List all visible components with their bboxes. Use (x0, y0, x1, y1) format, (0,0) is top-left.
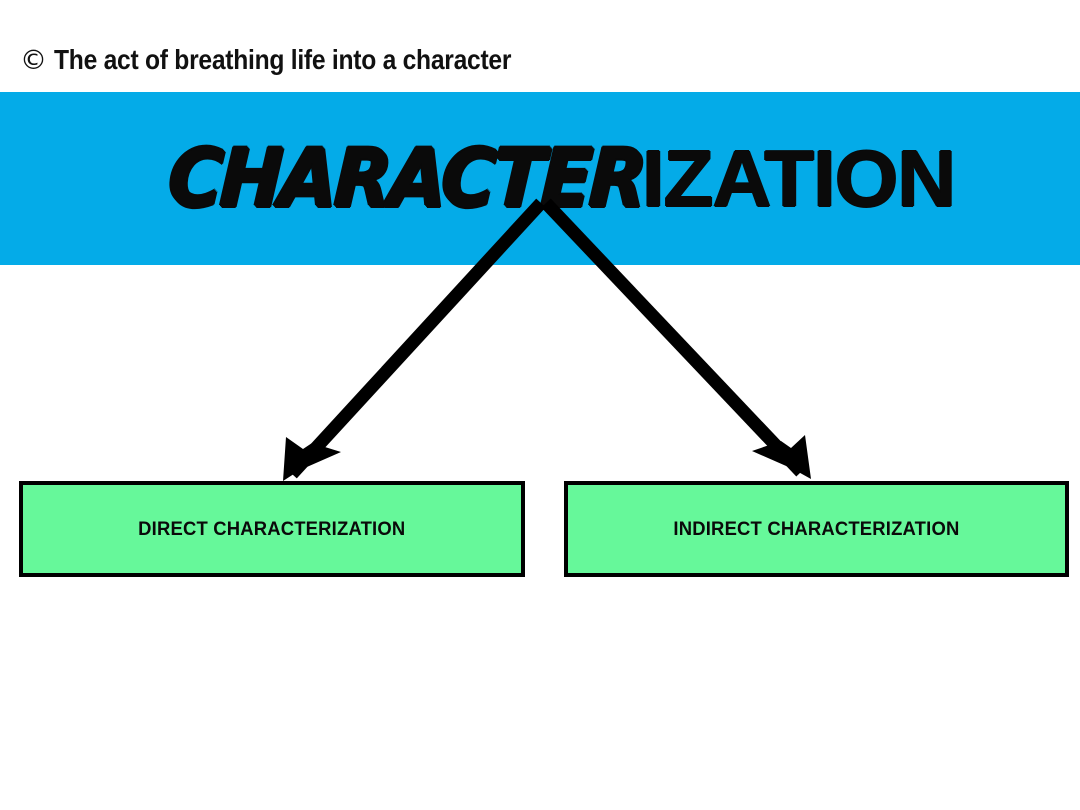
copyright-symbol: © (20, 44, 47, 76)
box-indirect-characterization[interactable]: INDIRECT CHARACTERIZATION (564, 481, 1069, 577)
arrow-to-direct-characterization (283, 198, 546, 481)
box-direct-characterization-label: DIRECT CHARACTERIZATION (138, 518, 406, 540)
caption-text: The act of breathing life into a charact… (54, 44, 512, 75)
slide-caption: © The act of breathing life into a chara… (20, 40, 1060, 80)
arrow-to-indirect-characterization (541, 198, 811, 479)
box-direct-characterization[interactable]: DIRECT CHARACTERIZATION (19, 481, 525, 577)
box-indirect-characterization-label: INDIRECT CHARACTERIZATION (673, 518, 960, 540)
